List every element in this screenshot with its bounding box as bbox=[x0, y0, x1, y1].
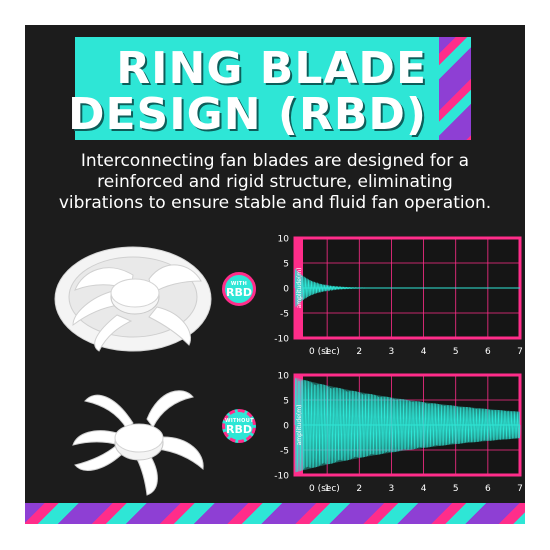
ylabel-bar bbox=[295, 375, 303, 475]
x-tick-label: 2 bbox=[356, 484, 362, 494]
y-tick-label: 10 bbox=[278, 235, 290, 245]
badge-small-text: WITHOUT bbox=[225, 418, 254, 424]
x-tick-label: 0 (sec) bbox=[309, 347, 340, 357]
title-banner: RING BLADE DESIGN (RBD) bbox=[68, 37, 439, 140]
y-tick-label: 5 bbox=[283, 397, 289, 407]
vibration-chart-without-rbd: amplitude(m) 10 5 0 -5 -10 0 (sec)1 2 3 4 5 6 7 bbox=[274, 372, 523, 495]
x-tick-label: 0 (sec) bbox=[309, 484, 340, 494]
description-line-2: reinforced and rigid structure, eliminat… bbox=[97, 172, 453, 192]
product-panel: RING BLADE DESIGN (RBD) Interconnecting … bbox=[25, 25, 525, 524]
x-tick-label: 2 bbox=[356, 347, 362, 357]
with-rbd-badge: WITH RBD bbox=[222, 272, 256, 306]
y-tick-label: 0 bbox=[283, 422, 289, 432]
x-tick-label: 4 bbox=[421, 347, 427, 357]
x-tick-label: 7 bbox=[517, 484, 523, 494]
x-tick-label: 6 bbox=[485, 484, 491, 494]
y-tick-label: -5 bbox=[280, 310, 289, 320]
x-tick-label: 3 bbox=[389, 347, 395, 357]
badge-big-text: RBD bbox=[226, 423, 252, 436]
title-line-1: RING BLADE bbox=[116, 43, 427, 94]
x-tick-label: 1 bbox=[324, 484, 330, 494]
y-tick-label: 0 bbox=[283, 285, 289, 295]
badge-big-text: RBD bbox=[226, 286, 252, 299]
vibration-chart-with-rbd: amplitude(m) 10 5 0 -5 -10 0 (sec)1 2 3 4 5 6 7 bbox=[274, 235, 523, 358]
x-tick-label: 5 bbox=[453, 347, 459, 357]
y-tick-label: -5 bbox=[280, 447, 289, 457]
y-axis-label: amplitude(m) bbox=[296, 268, 303, 309]
x-tick-label: 1 bbox=[324, 347, 330, 357]
fan-without-rbd-image bbox=[72, 390, 204, 496]
bottom-stripe-decoration bbox=[25, 503, 525, 524]
description-line-1: Interconnecting fan blades are designed … bbox=[80, 151, 470, 171]
x-tick-label: 7 bbox=[517, 347, 523, 357]
x-tick-label: 5 bbox=[453, 484, 459, 494]
description: Interconnecting fan blades are designed … bbox=[25, 151, 525, 214]
ylabel-bar bbox=[295, 238, 303, 338]
x-tick-label: 4 bbox=[421, 484, 427, 494]
y-tick-label: -10 bbox=[274, 335, 289, 345]
x-tick-label: 3 bbox=[389, 484, 395, 494]
y-tick-label: 5 bbox=[283, 260, 289, 270]
title-stripe-decoration bbox=[439, 37, 471, 140]
x-tick-label: 6 bbox=[485, 347, 491, 357]
title-line-2: DESIGN (RBD) bbox=[67, 89, 427, 140]
y-axis-label: amplitude(m) bbox=[296, 405, 303, 446]
y-tick-label: 10 bbox=[278, 372, 290, 382]
y-tick-label: -10 bbox=[274, 472, 289, 482]
without-rbd-badge: WITHOUT RBD bbox=[222, 409, 256, 443]
badge-small-text: WITH bbox=[230, 281, 248, 287]
fan-with-rbd-image bbox=[54, 246, 212, 352]
description-line-3: vibrations to ensure stable and fluid fa… bbox=[58, 193, 492, 213]
